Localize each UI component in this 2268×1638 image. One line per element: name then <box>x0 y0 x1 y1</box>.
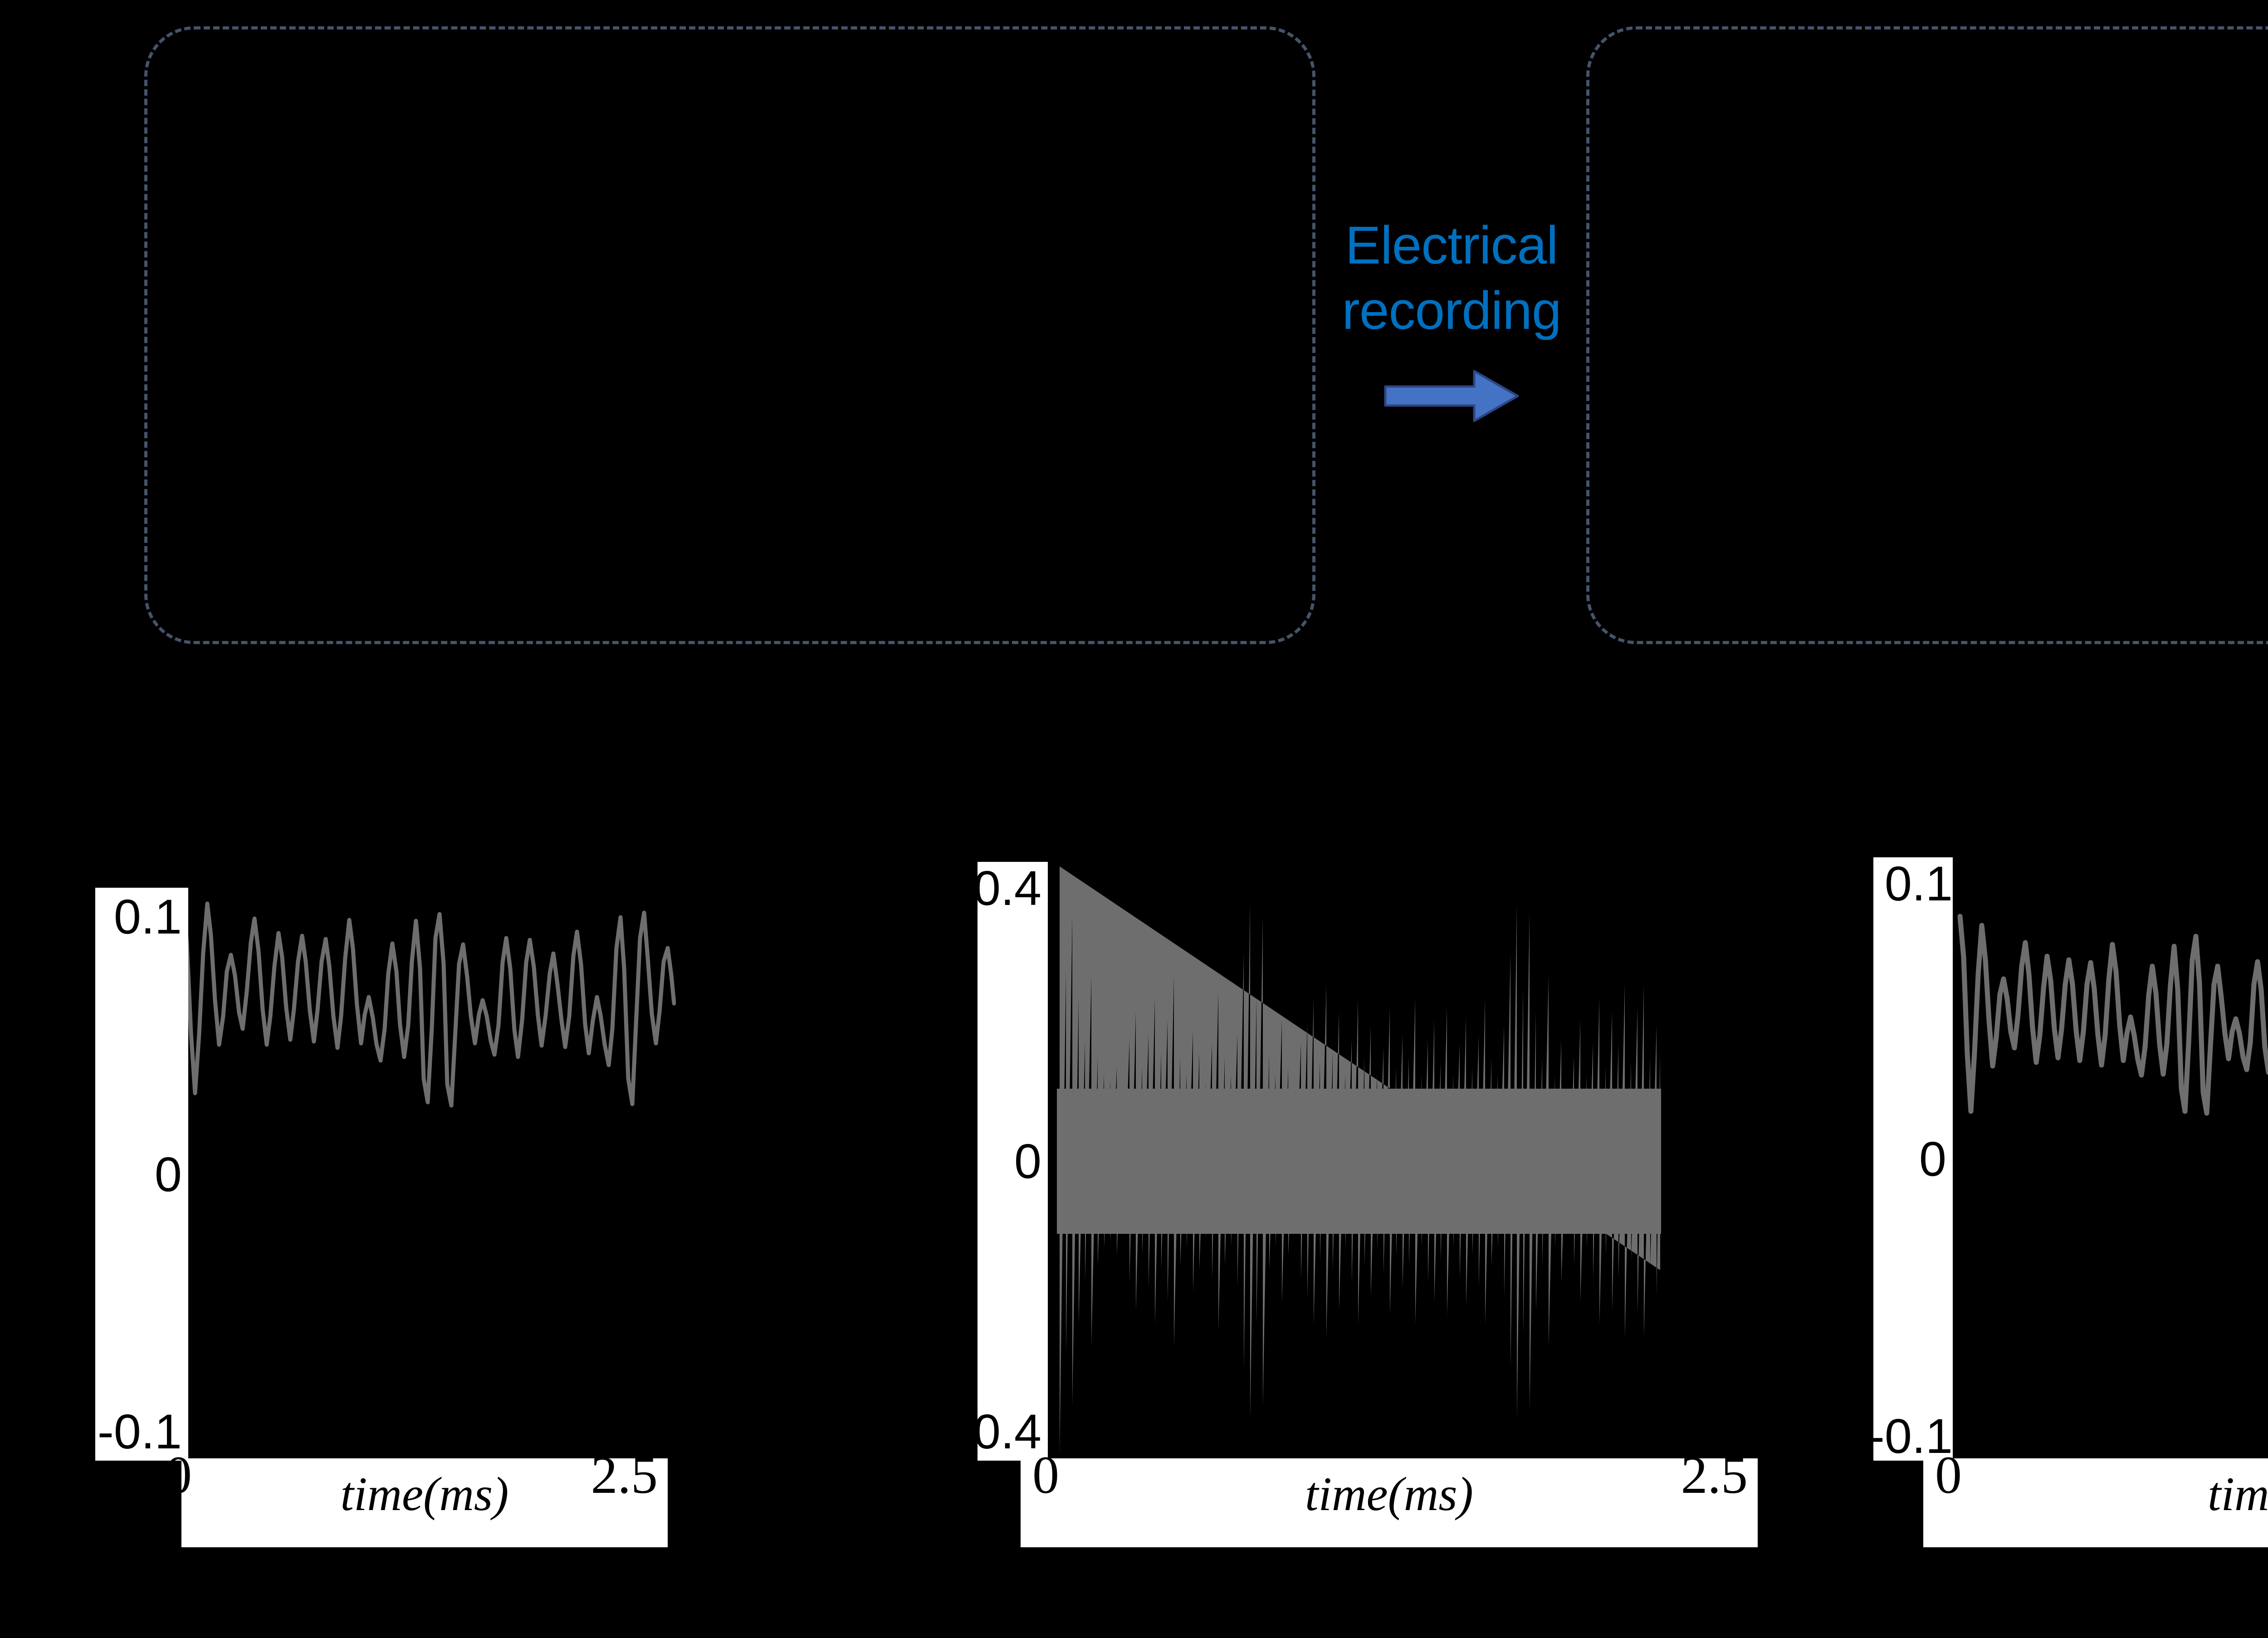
vae-x-axis-title: time(ms) <box>1305 1467 1473 1521</box>
ve-y-axis-labelbox: 0.1 0 -0.1 <box>95 888 188 1461</box>
panel-right-dashed-box <box>1586 26 2268 644</box>
flow-annotation: Electrical recording <box>1325 213 1579 430</box>
vae-ytick-top: 0.4 <box>973 861 1041 915</box>
vdemod-x-axis-labelbox: 0 time(ms) 2.5 <box>1923 1448 2268 1547</box>
ve-x-axis-labelbox: 0 time(ms) 2.5 <box>165 1448 668 1547</box>
vdemod-xtick-left: 0 <box>1935 1445 1962 1505</box>
ve-xtick-right: 2.5 <box>591 1445 658 1505</box>
ve-waveform-plot <box>181 885 676 1465</box>
ve-ytick-mid: 0 <box>154 1146 182 1202</box>
vae-xtick-left: 0 <box>1032 1445 1059 1505</box>
vae-ytick-bot: -0.4 <box>957 1404 1041 1459</box>
ve-ytick-top: 0.1 <box>113 889 182 944</box>
vdemod-ytick-mid: 0 <box>1919 1131 1946 1186</box>
vdemod-y-axis-labelbox: 0.1 0 -0.1 <box>1868 856 1953 1461</box>
vae-xtick-right: 2.5 <box>1681 1445 1748 1505</box>
vae-ytick-mid: 0 <box>1014 1134 1041 1188</box>
ve-xtick-left: 0 <box>165 1445 192 1505</box>
vdemod-waveform-svg <box>1957 914 2268 1116</box>
vae-waveform-svg <box>1057 866 1661 1456</box>
vae-x-axis-labelbox: 0 time(ms) 2.5 <box>1021 1448 1758 1547</box>
panel-left-dashed-box <box>144 26 1315 644</box>
electrical-recording-label: Electrical recording <box>1342 215 1562 341</box>
ve-waveform-svg <box>181 899 676 1108</box>
ve-x-axis-title: time(ms) <box>340 1467 509 1521</box>
right-arrow-icon <box>1325 362 1579 430</box>
vdemod-ytick-top: 0.1 <box>1884 856 1953 911</box>
vae-y-axis-labelbox: 0.4 0 -0.4 <box>957 862 1048 1461</box>
vdemod-x-axis-title: time(ms) <box>2208 1467 2268 1521</box>
vdemod-waveform-plot <box>1957 875 2268 1465</box>
vae-waveform-plot <box>1057 862 1662 1461</box>
ve-ytick-bot: -0.1 <box>97 1404 182 1459</box>
vdemod-ytick-bot: -0.1 <box>1868 1408 1953 1463</box>
